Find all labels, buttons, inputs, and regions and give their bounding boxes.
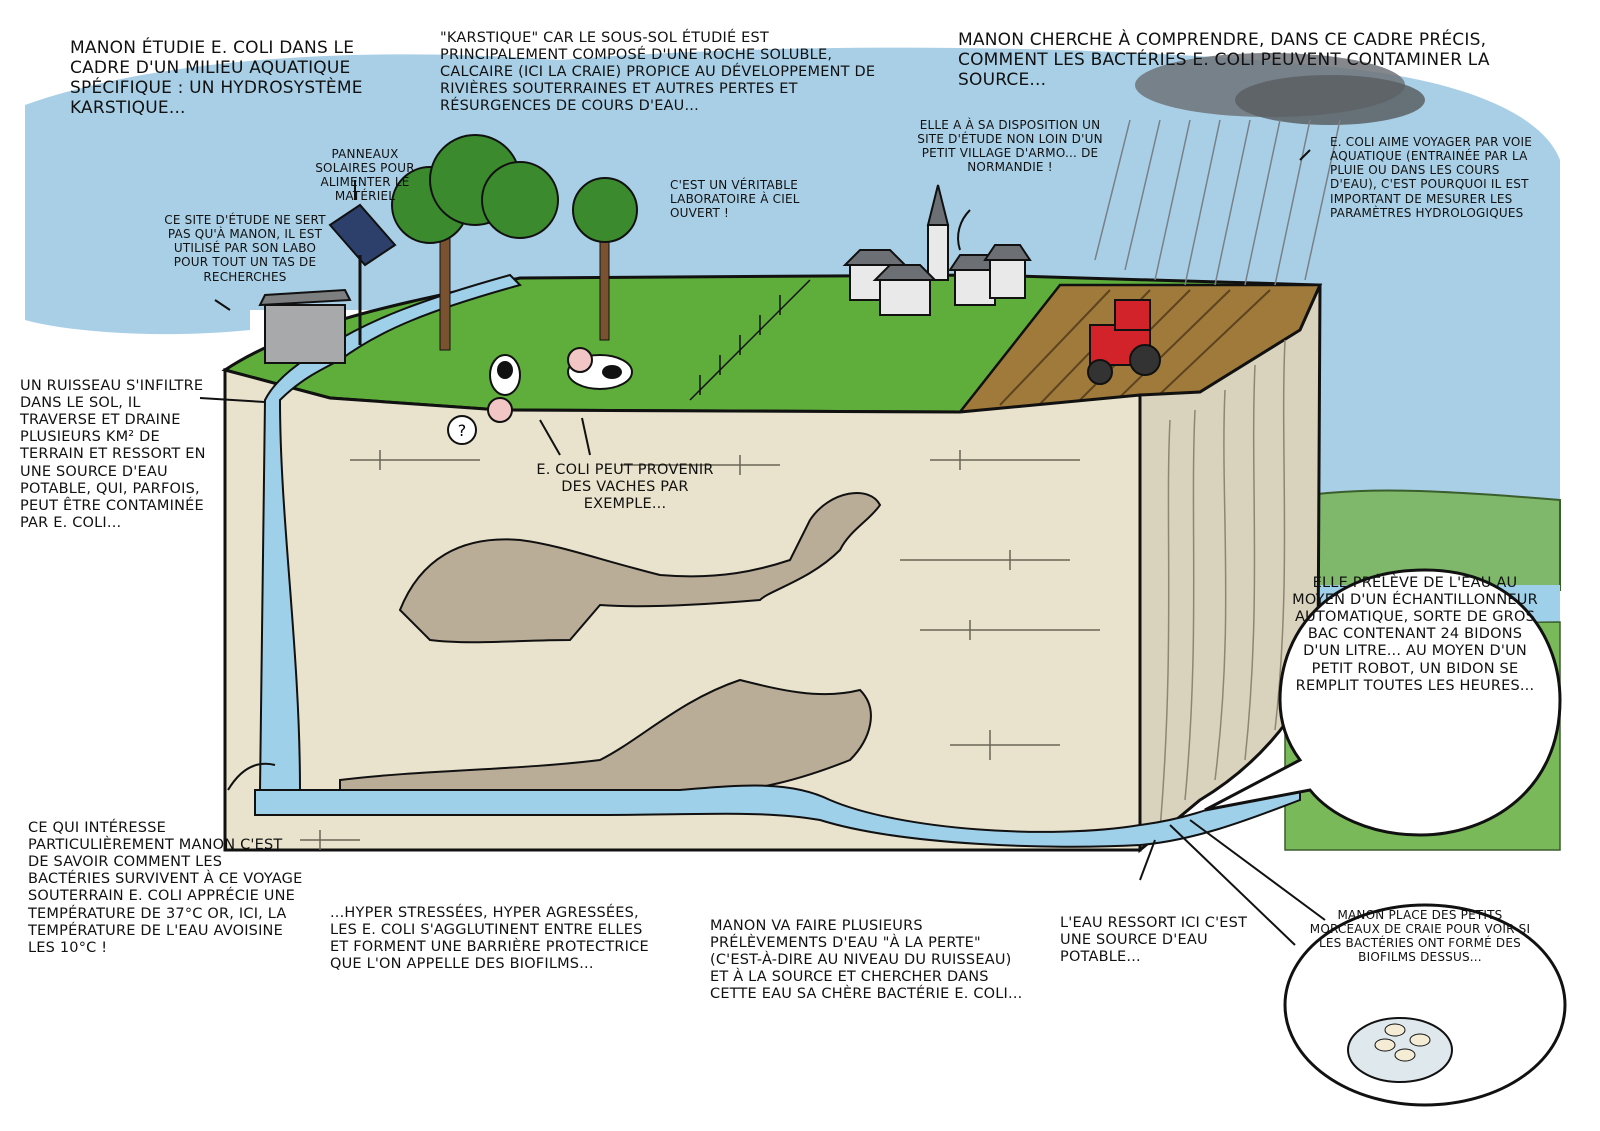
- stream-sinkhole: [258, 273, 522, 791]
- arrows: [199, 149, 1311, 881]
- trees: [391, 134, 638, 351]
- intro-note: MANON ÉTUDIE E. coli DANS LE CADRE D'UN …: [70, 38, 363, 119]
- solar-panel: [328, 203, 397, 345]
- sampler-bubble: [1204, 568, 1562, 837]
- survive-note: CE QUI INTÉRESSE PARTICULIÈREMENT MANON …: [28, 820, 303, 956]
- rain-note: E. coli AIME VOYAGER PAR VOIE AQUATIQUE …: [1330, 135, 1532, 220]
- village-note: ELLE A À SA DISPOSITION UN SITE D'ÉTUDE …: [917, 118, 1103, 175]
- samples-note: MANON VA FAIRE PLUSIEURS PRÉLÈVEMENTS D'…: [710, 918, 1023, 1003]
- cliff-striations: [1159, 339, 1286, 831]
- chalk-block-front: [223, 368, 1142, 852]
- underground-river: [254, 778, 1301, 848]
- karstique-note: "KARSTIQUE" CAR LE SOUS-SOL ÉTUDIÉ EST P…: [440, 30, 876, 115]
- chalk-cliff: [1138, 284, 1322, 854]
- rain-cloud: [1094, 53, 1425, 286]
- cows-note: E. coli PEUT PROVENIR DES VACHES PAR EXE…: [536, 462, 714, 513]
- biofilms-note: ...HYPER STRESSÉES, HYPER AGRESSÉES, LES…: [330, 905, 649, 973]
- chalk-note: MANON PLACE DES PETITS MORCEAUX DE CRAIE…: [1309, 908, 1531, 965]
- village: [842, 184, 1032, 316]
- solar-note: PANNEAUX SOLAIRES POUR ALIMENTER LE MATÉ…: [315, 147, 415, 204]
- cow-question-mark: ?: [458, 421, 467, 440]
- stream-note: UN RUISSEAU S'INFILTRE DANS LE SOL, IL T…: [20, 378, 206, 531]
- spring-note: L'EAU RESSORT ICI C'EST UNE SOURCE D'EAU…: [1060, 915, 1248, 966]
- cave-upper: [398, 492, 882, 644]
- petri-dish-icon: [1347, 1017, 1453, 1083]
- shed: [258, 288, 352, 364]
- sampler-note: ELLE PRÉLÈVE DE L'EAU AU MOYEN D'UN ÉCHA…: [1292, 575, 1538, 694]
- chalk-crosses: [300, 450, 1100, 850]
- fence: [689, 279, 811, 401]
- lab-note: C'EST UN VÉRITABLE LABORATOIRE À CIEL OU…: [670, 178, 800, 221]
- cow-question-bubble: [447, 415, 477, 445]
- tractor: [1087, 299, 1161, 385]
- cows: [487, 347, 633, 423]
- site-note: CE SITE D'ÉTUDE NE SERT PAS QU'À MANON, …: [164, 213, 326, 284]
- goal-note: MANON CHERCHE À COMPRENDRE, DANS CE CADR…: [958, 30, 1490, 91]
